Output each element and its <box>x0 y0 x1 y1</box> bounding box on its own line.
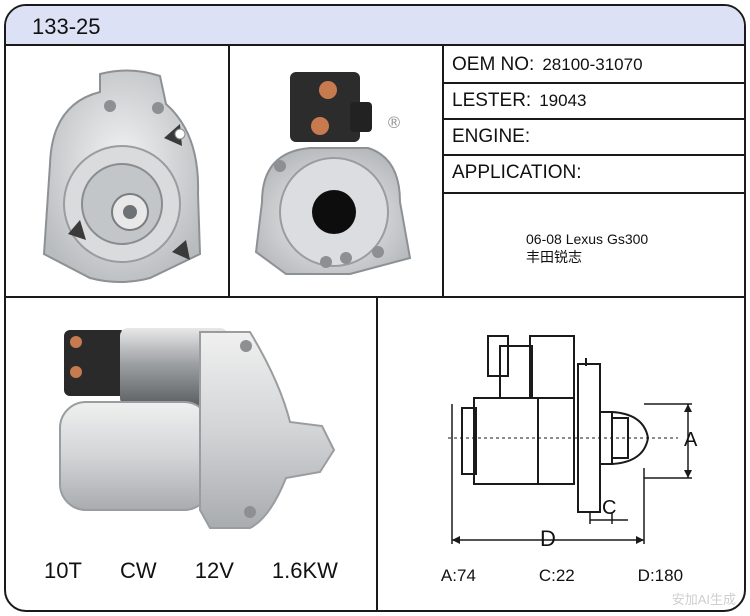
feature-teeth: 10T <box>44 558 82 583</box>
product-spec-sheet: 133-25 OEM NO: 28100-31070 LESTER: 19043 E… <box>4 4 746 612</box>
application-line-2: 丰田锐志 <box>526 249 582 265</box>
starter-rear-view-image: ® <box>254 72 412 275</box>
spec-row-line-1 <box>442 82 744 84</box>
dim-d-value: D:180 <box>637 566 684 585</box>
lester-label: LESTER: <box>452 90 532 111</box>
oem-value: 28100-31070 <box>542 55 643 74</box>
application-line-1: 06-08 Lexus Gs300 <box>526 231 649 247</box>
engine-label: ENGINE: <box>452 126 531 147</box>
starter-front-view-image <box>42 69 202 283</box>
dimension-values: A:74 C:22 D:180 <box>378 566 744 586</box>
feature-voltage: 12V <box>194 558 234 583</box>
oem-label: OEM NO: <box>452 54 535 75</box>
lester-value: 19043 <box>539 91 587 110</box>
dim-a-value: A:74 <box>440 566 476 585</box>
spec-row-line-2 <box>442 118 744 120</box>
divider-bottom <box>376 296 378 610</box>
dim-c-value: C:22 <box>538 566 575 585</box>
divider-middle <box>6 296 744 298</box>
divider-photo-1 <box>228 46 230 298</box>
watermark-text: 安加AI生成 <box>671 592 736 607</box>
header-bar: 133-25 <box>6 6 744 46</box>
oem-row: OEM NO: 28100-31070 <box>452 54 643 76</box>
spec-row-line-4 <box>442 192 744 194</box>
starter-features: 10T CW 12V 1.6KW <box>6 558 376 584</box>
dim-label-c: C <box>602 497 616 519</box>
registered-mark: ® <box>386 113 402 132</box>
feature-power: 1.6KW <box>271 558 338 583</box>
application-row: APPLICATION: <box>452 162 582 184</box>
dim-label-a: A <box>684 429 698 451</box>
divider-photo-2 <box>442 46 444 298</box>
dimension-drawing: A C D <box>448 335 698 551</box>
lester-row: LESTER: 19043 <box>452 90 586 112</box>
part-number-title: 133-25 <box>32 14 101 39</box>
engine-row: ENGINE: <box>452 126 538 148</box>
dim-label-d: D <box>540 526 556 551</box>
starter-side-view-image <box>59 328 336 529</box>
application-text: 06-08 Lexus Gs300 丰田锐志 <box>526 230 648 266</box>
spec-row-line-3 <box>442 154 744 156</box>
feature-rotation: CW <box>120 558 157 583</box>
application-label: APPLICATION: <box>452 162 582 183</box>
